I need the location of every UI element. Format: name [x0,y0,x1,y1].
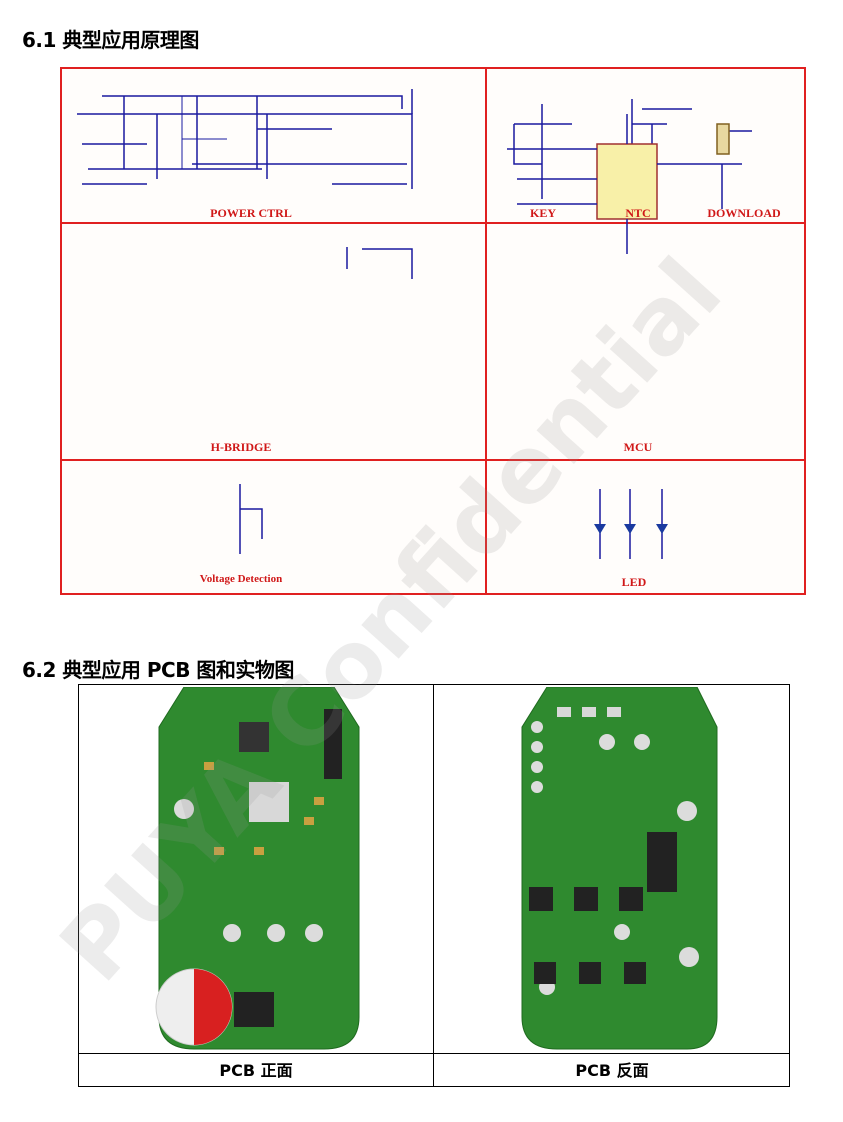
schematic-wiring [77,89,752,559]
block-label-h-bridge: H-BRIDGE [210,440,272,454]
block-label-power-ctrl: POWER CTRL [210,206,292,220]
divider [62,222,804,224]
section-heading-pcb: 6.2 典型应用 PCB 图和实物图 [22,658,294,682]
divider [433,685,434,1087]
block-label-led: LED [621,575,647,589]
divider [62,459,804,461]
block-label-ntc: NTC [625,206,651,220]
caption-pcb-front: PCB 正面 [219,1061,293,1080]
pcb-back-image [521,687,718,1050]
schematic-figure: POWER CTRL KEY NTC DOWNLOAD H-BRIDGE MCU… [60,67,806,595]
section-heading-schematic: 6.1 典型应用原理图 [22,28,199,52]
divider [79,1053,790,1054]
block-label-voltage-detection: Voltage Detection [199,573,283,585]
caption-pcb-back: PCB 反面 [575,1061,649,1080]
pcb-photo-table: PCB 正面 PCB 反面 [78,684,790,1087]
block-label-mcu: MCU [623,440,653,454]
block-label-key: KEY [529,206,557,220]
pcb-front-image [155,687,360,1050]
divider [485,69,487,593]
block-label-download: DOWNLOAD [707,206,781,220]
